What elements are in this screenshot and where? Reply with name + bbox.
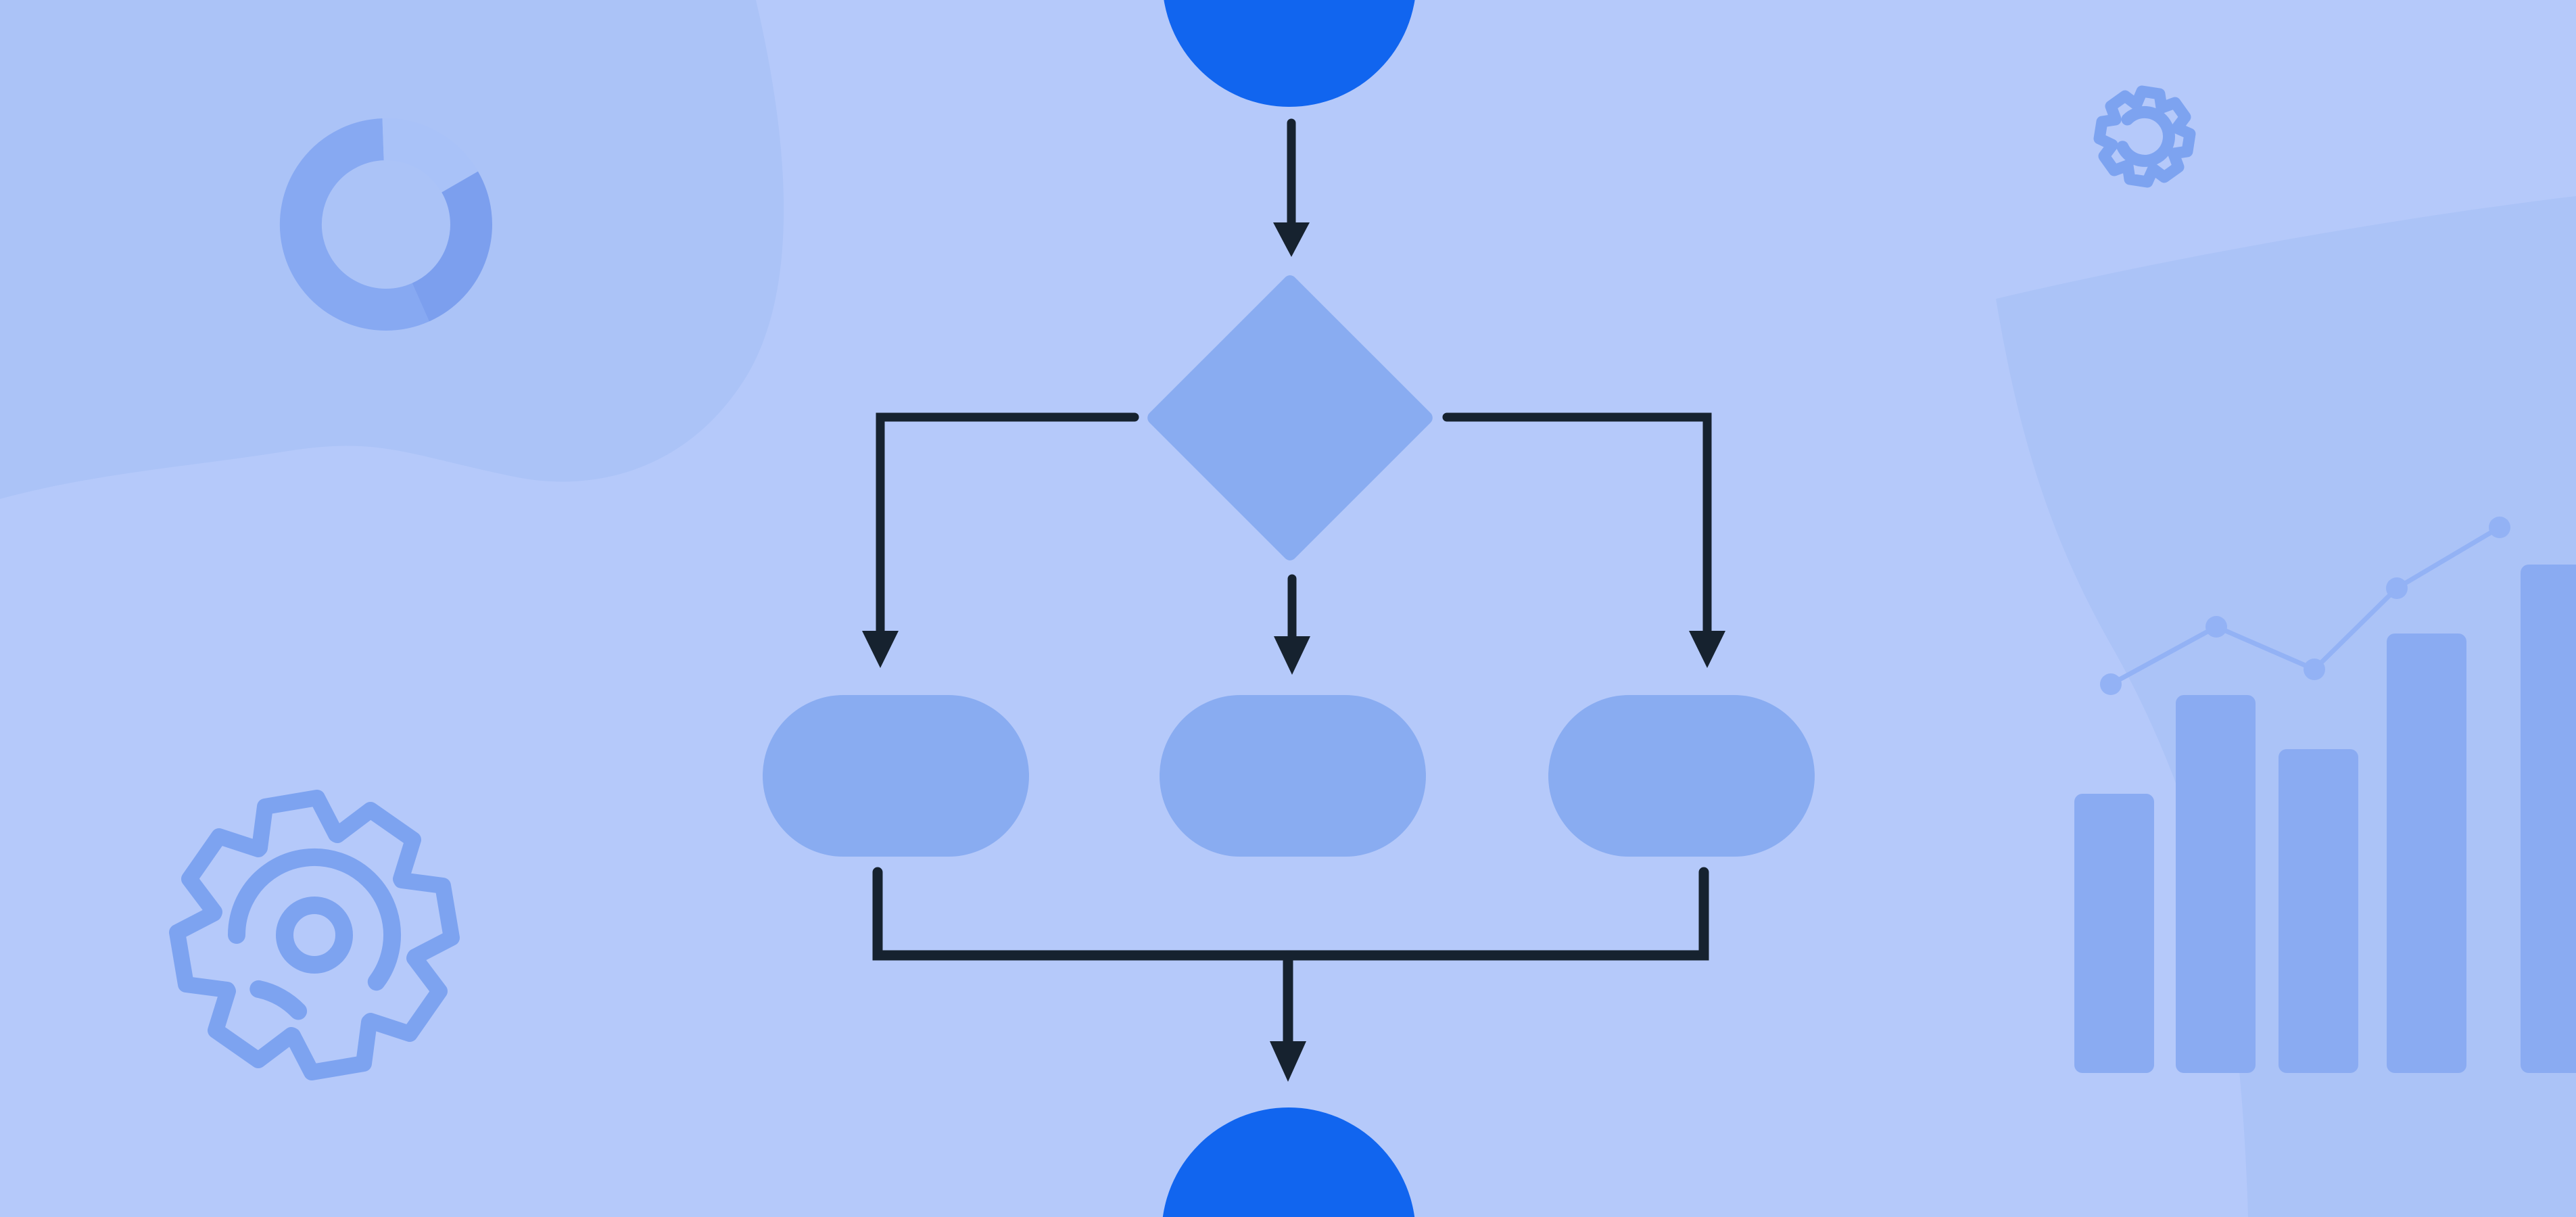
mini-bar-line-chart [2074,517,2576,1073]
flowchart-process-left [763,695,1029,857]
arrowhead-end [1270,1041,1306,1082]
mini-chart-bar-4 [2387,634,2466,1073]
mini-chart-dot-5 [2489,517,2510,538]
gear-large-hub [276,897,353,974]
flowchart [763,0,1815,1217]
flowchart-decision-node [1147,275,1433,560]
donut-segment-mid [279,118,429,331]
mini-chart-dot-3 [2304,659,2325,680]
flowchart-process-right [1548,695,1815,857]
arrowhead-right-branch [1689,631,1725,668]
mini-chart-bar-5 [2521,565,2576,1073]
flowchart-end-node [1162,1107,1415,1217]
donut-segment-light [382,118,478,193]
gear-large-inner-arc-bottom [249,980,308,1020]
flowchart-process-middle [1160,695,1426,857]
gear-small-icon [2093,85,2196,188]
donut-segment-dark [411,171,492,322]
gear-small-inner-arc [2116,105,2175,167]
arrowhead-start-to-decision [1273,222,1310,257]
background-blob-top-left [0,0,784,499]
mini-chart-dot-4 [2386,577,2408,599]
mini-chart-dot-2 [2205,616,2227,638]
mini-chart-dot-1 [2100,673,2122,695]
gear-large-icon [169,790,460,1080]
arrowhead-middle-branch [1274,636,1310,675]
gear-small-outline [2093,85,2196,188]
mini-chart-bar-2 [2176,695,2256,1073]
edge-decision-to-right [1442,412,1712,639]
flowchart-start-node [1164,0,1415,107]
gear-large-inner-arc-top [228,848,401,991]
gear-large-outline [169,790,460,1080]
donut-chart-icon [279,118,492,331]
mini-chart-bar-3 [2279,749,2358,1073]
edge-decision-to-left [876,412,1139,639]
arrowhead-left-branch [862,631,899,668]
mini-chart-bar-1 [2074,794,2154,1073]
